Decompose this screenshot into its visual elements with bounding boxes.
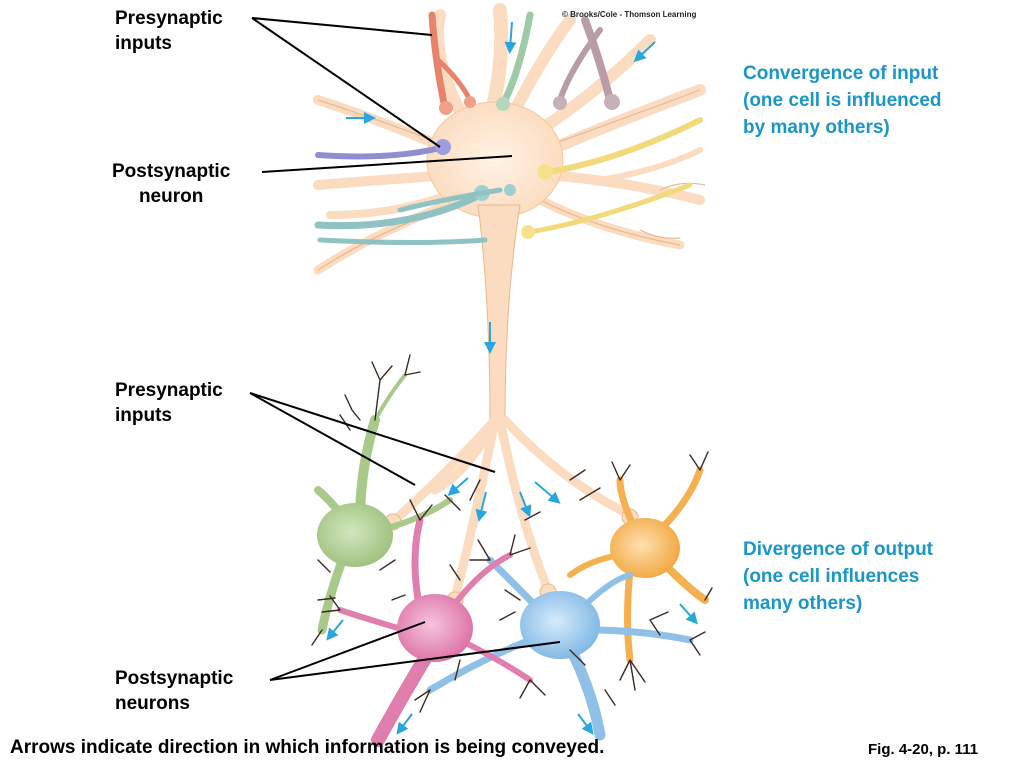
arrow-8: [534, 481, 561, 504]
orange-neuron: [567, 466, 709, 664]
label-line: inputs: [115, 33, 172, 54]
label-line: neuron: [138, 186, 204, 207]
fine-dendrites: [311, 354, 713, 713]
label-line: Postsynaptic: [115, 668, 234, 689]
arrow-9: [326, 619, 344, 641]
label-line: Presynaptic: [115, 8, 223, 29]
label-postsynaptic-neurons-bottom: Postsynaptic neurons: [115, 666, 233, 716]
arrow-10: [679, 603, 698, 625]
convergence-line: (one cell is influenced: [743, 90, 942, 111]
direction-arrows: [326, 21, 698, 735]
convergence-description: Convergence of input (one cell is influe…: [743, 60, 942, 141]
arrow-1: [504, 21, 517, 54]
label-presynaptic-inputs-top: Presynaptic inputs: [115, 6, 223, 56]
convergence-line: Convergence of input: [743, 63, 939, 84]
presynaptic-axons-top: [314, 11, 703, 245]
leader-presyn-bottom-a: [249, 392, 416, 486]
postsynaptic-neuron-top: [313, 3, 706, 609]
arrow-12: [577, 713, 594, 735]
arrow-11: [396, 713, 413, 735]
figure-reference: Fig. 4-20, p. 111: [868, 741, 979, 758]
label-line: inputs: [115, 405, 172, 426]
label-postsynaptic-neuron-top: Postsynaptic neuron: [112, 159, 230, 209]
arrow-7: [519, 491, 532, 518]
divergence-description: Divergence of output (one cell influence…: [743, 536, 933, 617]
divergence-line: (one cell influences: [743, 566, 920, 587]
arrow-5: [447, 477, 469, 496]
leader-lines: [249, 17, 561, 681]
label-line: Presynaptic: [115, 380, 223, 401]
label-line: Postsynaptic: [112, 161, 231, 182]
arrow-6: [475, 491, 488, 522]
copyright-credit: © Brooks/Cole - Thomson Learning: [562, 10, 697, 19]
leader-postsyn-bottom-a: [269, 621, 426, 681]
leader-presyn-top-a: [251, 17, 433, 36]
divergence-line: many others): [743, 593, 863, 614]
label-presynaptic-inputs-bottom: Presynaptic inputs: [115, 378, 223, 428]
arrow-2: [633, 41, 656, 63]
convergence-line: by many others): [743, 117, 890, 138]
leader-presyn-top-b: [251, 17, 441, 148]
leader-postsyn-bottom-b: [269, 641, 561, 681]
pink-neuron: [337, 516, 533, 747]
leader-presyn-bottom-b: [249, 392, 496, 473]
leader-postsyn-top: [261, 155, 513, 173]
caption: Arrows indicate direction in which infor…: [10, 737, 605, 758]
label-line: neurons: [115, 693, 190, 714]
green-neuron: [314, 373, 453, 635]
divergence-line: Divergence of output: [743, 539, 934, 560]
